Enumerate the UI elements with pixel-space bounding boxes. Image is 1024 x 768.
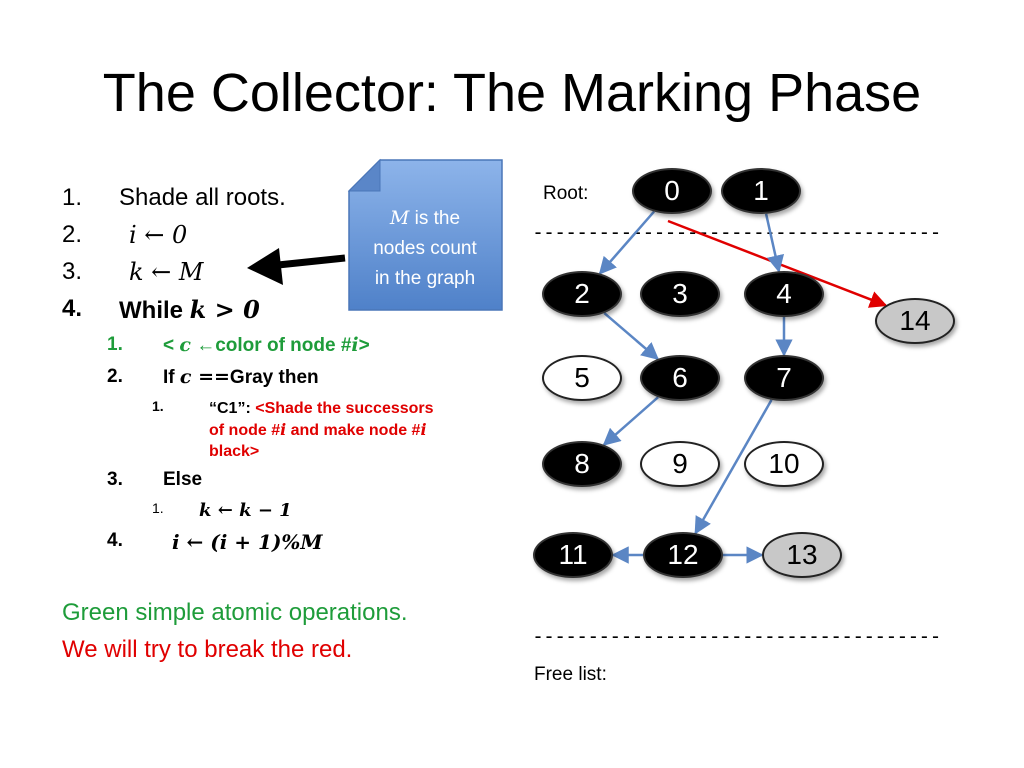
substep-2-1-line2a: of node # [209, 422, 281, 439]
substep-2-1-quote: “C1”: [209, 400, 256, 417]
node-7: 7 [744, 355, 824, 401]
node-9: 9 [640, 441, 720, 487]
node-4: 4 [744, 271, 824, 317]
node-10: 10 [744, 441, 824, 487]
edge-6-8 [602, 396, 659, 446]
node-11: 11 [533, 532, 613, 578]
substep-2-1-line2b: and make node # [286, 422, 421, 439]
substep-4-number: 4. [107, 530, 123, 551]
node-8: 8 [542, 441, 622, 487]
callout-text: M is the nodes count in the graph [349, 203, 501, 294]
step-3-number: 3. [62, 258, 83, 285]
step-2-math: i ← 0 [129, 221, 188, 249]
substep-3-1-math: k ← k − 1 [199, 500, 292, 521]
substep-1-mid: ←color of node # [190, 335, 352, 356]
edge-1-4 [764, 213, 785, 273]
substep-3-number: 3. [107, 469, 123, 490]
node-6: 6 [640, 355, 720, 401]
substep-1-number: 1. [107, 334, 123, 355]
node-3: 3 [640, 271, 720, 317]
substep-1-pre: < [163, 335, 180, 356]
substep-2-pre: If [163, 367, 180, 388]
note-red: We will try to break the red. [62, 636, 353, 663]
node-13: 13 [762, 532, 842, 578]
slide-title: The Collector: The Marking Phase [102, 63, 922, 123]
edge-7-12 [694, 399, 773, 535]
step-4-number: 4. [62, 295, 83, 322]
substep-2-1-line3: black> [209, 443, 260, 460]
substep-2-1-line1: <Shade the successors [255, 400, 434, 417]
free-list-label: Free list: [534, 664, 607, 685]
substep-3-text: Else [163, 469, 203, 490]
substep-1-math-i: i [351, 334, 359, 356]
substep-2-post: Gray then [229, 367, 319, 388]
substep-2-1-number: 1. [152, 398, 164, 414]
node-12: 12 [643, 532, 723, 578]
node-1: 1 [721, 168, 801, 214]
node-0: 0 [632, 168, 712, 214]
substep-1-math-c: c [179, 334, 191, 356]
callout-arrow-icon [247, 248, 283, 285]
callout-line3: in the graph [374, 268, 476, 289]
step-3-math: k ← M [129, 258, 204, 286]
substep-2-number: 2. [107, 366, 123, 387]
root-label: Root: [543, 183, 589, 204]
note-green: Green simple atomic operations. [62, 599, 408, 626]
callout-math-m: M [389, 207, 410, 229]
step-1-text: Shade all roots. [119, 184, 286, 211]
step-1-number: 1. [62, 184, 83, 211]
step-4-math: k > 0 [189, 295, 260, 324]
root-separator: ------------------------------------- [532, 220, 942, 244]
callout-fold [347, 158, 381, 192]
step-2-number: 2. [62, 221, 83, 248]
substep-2-1-math-i1: i [280, 420, 287, 439]
node-14: 14 [875, 298, 955, 344]
free-separator: ------------------------------------- [532, 624, 942, 648]
substep-4-math: i ← (i + 1)%M [172, 530, 323, 554]
substep-2-1-math-i2: i [420, 420, 427, 439]
node-2: 2 [542, 271, 622, 317]
step-4-text: While [119, 297, 190, 324]
substep-3-1-number: 1. [152, 500, 164, 516]
node-5: 5 [542, 355, 622, 401]
substep-2-math: c == [179, 366, 230, 388]
callout-pointer-line [277, 254, 346, 269]
callout-line2: nodes count [373, 238, 477, 259]
callout-line1: is the [409, 208, 461, 229]
edge-2-6 [603, 312, 660, 361]
substep-1-post: > [358, 335, 370, 356]
edge-0-2 [598, 210, 655, 275]
